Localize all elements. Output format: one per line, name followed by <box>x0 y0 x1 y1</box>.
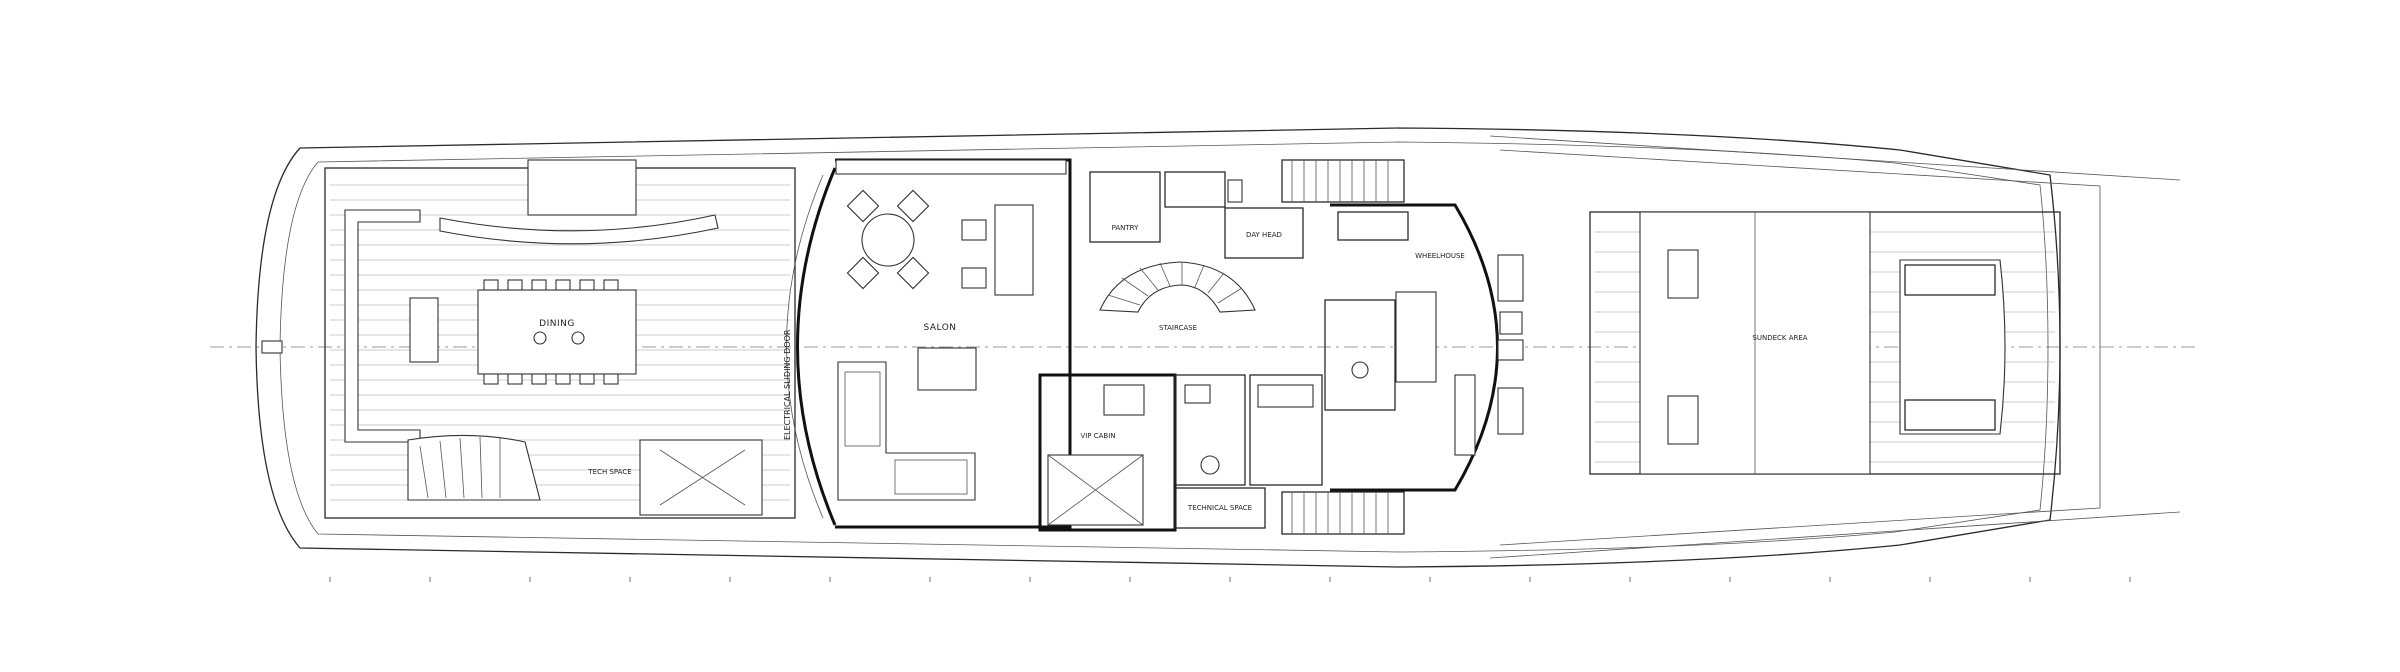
table-base <box>533 331 547 345</box>
sliding-door-label: ELECTRICAL SLIDING DOOR <box>783 329 792 440</box>
vip-bathroom <box>1174 374 1246 486</box>
crew-toilet <box>1351 361 1369 379</box>
vip-bed-cross <box>1047 454 1144 526</box>
helm-console <box>1497 254 1524 435</box>
salon-chair <box>961 219 987 241</box>
salon-coffee-table <box>917 347 977 391</box>
storage-room <box>1164 171 1226 208</box>
aft-locker <box>527 159 637 216</box>
wheelhouse-label: WHEELHOUSE <box>1415 252 1465 260</box>
vip-wardrobe <box>1103 384 1145 416</box>
sliding-door-arc <box>796 167 837 526</box>
aft-stair-treads <box>419 436 501 499</box>
fridge <box>1227 179 1243 203</box>
aft-settee <box>344 209 421 443</box>
fwd-stair-stbd <box>1281 159 1405 203</box>
salon-label: SALON <box>923 323 956 333</box>
fwd-stair-port <box>1281 491 1405 535</box>
pantry-room <box>1089 171 1161 243</box>
salon-l-sofa <box>837 361 976 501</box>
technical-space-label: TECHNICAL SPACE <box>1187 504 1252 512</box>
sofa-cushions <box>894 459 968 495</box>
pantry-label: PANTRY <box>1112 224 1139 232</box>
bow-rail <box>1489 511 2181 559</box>
wheelhouse-console-aft <box>1337 211 1409 241</box>
table-base <box>571 331 585 345</box>
salon-cabinets <box>835 159 1067 175</box>
fwd-stair-port-treads <box>1291 492 1389 534</box>
dining-table <box>477 289 637 375</box>
sofa-cushions <box>844 371 881 447</box>
salon-round-table <box>861 213 915 267</box>
crew-counter <box>1257 384 1314 408</box>
bow-bench <box>1904 264 1996 296</box>
bow-cockpit <box>1899 259 2006 435</box>
aft-staircase <box>407 434 541 501</box>
sliding-door-track <box>786 174 824 519</box>
day-head-label: DAY HEAD <box>1246 231 1282 239</box>
hatch-cross <box>659 449 746 506</box>
hull-outline <box>255 127 2061 568</box>
aft-seat <box>409 297 439 363</box>
bow-rail <box>1489 135 2181 181</box>
fwd-stair-stbd-treads <box>1291 160 1389 202</box>
salon-armchairs <box>846 189 930 290</box>
day-head-room <box>1224 207 1304 259</box>
spiral-stair-treads <box>1107 262 1243 306</box>
dining-label: DINING <box>539 319 575 329</box>
staircase-label: STAIRCASE <box>1159 324 1197 332</box>
bow-bench <box>1904 399 1996 431</box>
stern-cleat <box>261 340 283 354</box>
vip-cabin-label: VIP CABIN <box>1080 432 1115 440</box>
sunpad-pillow <box>1667 249 1699 299</box>
technical-space <box>1174 487 1266 529</box>
curved-sofa <box>439 214 719 245</box>
vip-basin <box>1184 384 1211 404</box>
bow-rail-inner <box>1499 149 2101 546</box>
dining-chairs <box>483 279 619 385</box>
tech-space-label: TECH SPACE <box>587 468 631 476</box>
sundeck-area-label: SUNDECK AREA <box>1752 334 1807 342</box>
crew-bathroom <box>1324 299 1396 411</box>
vip-toilet <box>1200 455 1220 475</box>
helm-seat <box>1395 291 1437 383</box>
crew-mess <box>1249 374 1323 486</box>
scale-ticks <box>329 577 2131 582</box>
salon-chair <box>961 267 987 289</box>
wheelhouse-bench <box>1454 374 1476 456</box>
sunpad-pillow <box>1667 395 1699 445</box>
spiral-staircase <box>1099 261 1256 313</box>
salon-sideboard <box>994 204 1034 296</box>
